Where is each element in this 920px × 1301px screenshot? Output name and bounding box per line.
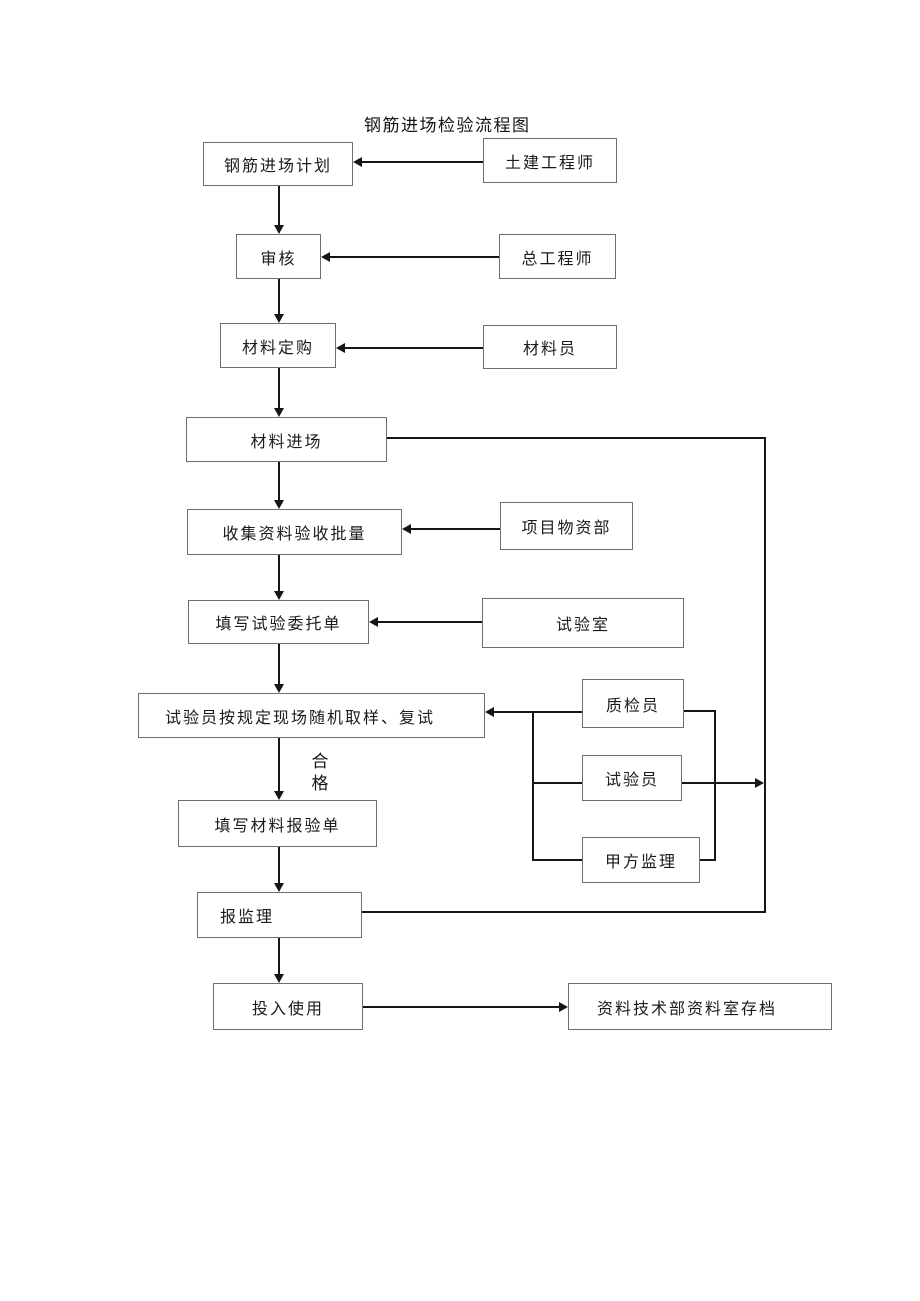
node-entry: 材料进场 — [186, 417, 387, 462]
edge-entry-to-collect — [278, 462, 280, 500]
edge-label-qualified: 合格 — [311, 752, 329, 793]
loop-bottom-line — [362, 911, 766, 913]
loop-top-line — [387, 437, 766, 439]
arrowhead-fill-report-form-to-report-supervision — [274, 883, 284, 892]
node-civil-engineer: 土建工程师 — [483, 138, 617, 183]
node-put-into-use: 投入使用 — [213, 983, 363, 1030]
arrowhead-report-supervision-to-use — [274, 974, 284, 983]
bracket-left-tester-connector — [533, 782, 582, 784]
edge-civil-engineer-to-plan — [362, 161, 483, 163]
edge-report-supervision-to-use — [278, 938, 280, 974]
node-fill-test-form: 填写试验委托单 — [188, 600, 369, 644]
edge-fill-report-form-to-report-supervision — [278, 847, 280, 883]
arrowhead-collect-to-fill-test-form — [274, 591, 284, 600]
node-sampling: 试验员按规定现场随机取样、复试 — [138, 693, 485, 738]
edge-lab-to-fill-test-form — [378, 621, 482, 623]
node-party-a-supervisor: 甲方监理 — [582, 837, 700, 883]
edge-use-to-archive — [363, 1006, 559, 1008]
node-archive: 资料技术部资料室存档 — [568, 983, 832, 1030]
bracket-right-qc-connector — [684, 710, 716, 712]
arrowhead-entry-to-collect — [274, 500, 284, 509]
node-fill-report-form: 填写材料报验单 — [178, 800, 377, 847]
arrowhead-material-clerk-to-order — [336, 343, 345, 353]
edge-sampling-to-fill-report-form — [278, 738, 280, 791]
node-review: 审核 — [236, 234, 321, 279]
page-title: 钢筋进场检验流程图 — [364, 116, 531, 135]
node-material-clerk: 材料员 — [483, 325, 617, 369]
node-lab: 试验室 — [482, 598, 684, 648]
node-materials-dept: 项目物资部 — [500, 502, 633, 550]
bracket-right-party-a-connector — [700, 859, 716, 861]
edge-material-clerk-to-order — [345, 347, 483, 349]
arrowhead-plan-to-review — [274, 225, 284, 234]
edge-collect-to-fill-test-form — [278, 555, 280, 591]
arrowhead-lab-to-fill-test-form — [369, 617, 378, 627]
edge-order-to-entry — [278, 368, 280, 408]
bracket-left-vertical — [532, 711, 534, 861]
node-collect: 收集资料验收批量 — [187, 509, 402, 555]
node-qc-inspector: 质检员 — [582, 679, 684, 728]
node-order: 材料定购 — [220, 323, 336, 368]
edge-plan-to-review — [278, 186, 280, 225]
node-plan: 钢筋进场计划 — [203, 142, 353, 186]
arrowhead-use-to-archive — [559, 1002, 568, 1012]
loop-right-vertical — [764, 437, 766, 913]
bracket-left-party-a-connector — [533, 859, 582, 861]
node-tester: 试验员 — [582, 755, 682, 801]
arrowhead-materials-dept-to-collect — [402, 524, 411, 534]
edge-tester-to-loop — [682, 782, 755, 784]
edge-chief-engineer-to-review — [330, 256, 499, 258]
edge-inspectors-to-sampling — [494, 711, 582, 713]
arrowhead-review-to-order — [274, 314, 284, 323]
arrowhead-chief-engineer-to-review — [321, 252, 330, 262]
node-chief-engineer: 总工程师 — [499, 234, 616, 279]
arrowhead-tester-to-loop — [755, 778, 764, 788]
arrowhead-sampling-to-fill-report-form — [274, 791, 284, 800]
edge-review-to-order — [278, 279, 280, 314]
arrowhead-civil-engineer-to-plan — [353, 157, 362, 167]
arrowhead-fill-test-form-to-sampling — [274, 684, 284, 693]
arrowhead-inspectors-to-sampling — [485, 707, 494, 717]
edge-fill-test-form-to-sampling — [278, 644, 280, 684]
bracket-right-vertical — [714, 710, 716, 861]
node-report-supervision: 报监理 — [197, 892, 362, 938]
arrowhead-order-to-entry — [274, 408, 284, 417]
edge-materials-dept-to-collect — [411, 528, 500, 530]
